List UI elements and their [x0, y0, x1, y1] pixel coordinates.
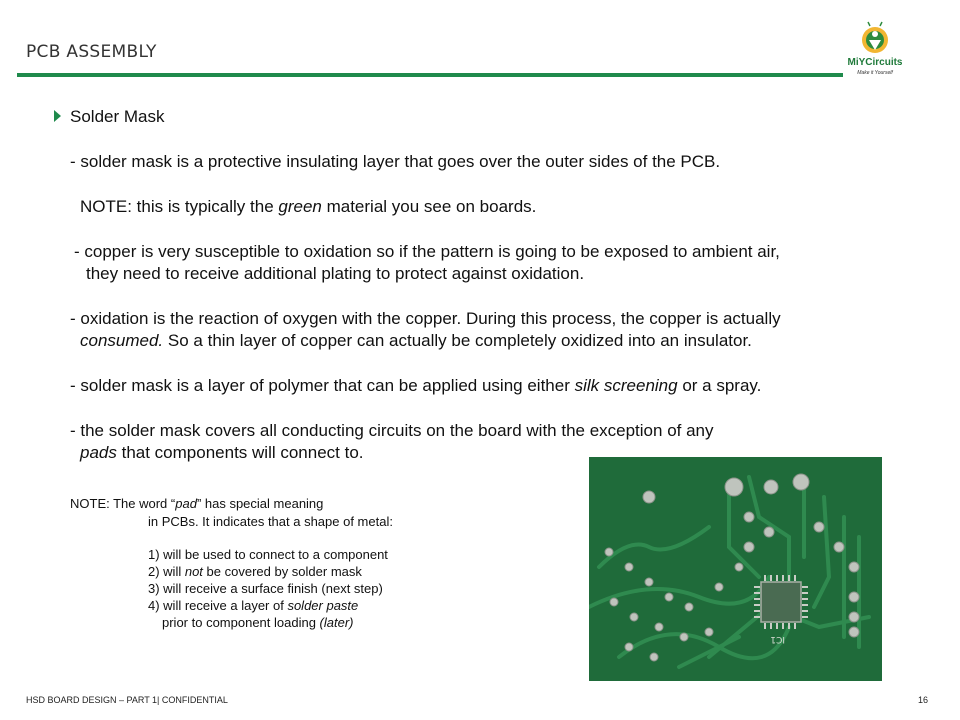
- logo-tagline: Make it Yourself: [857, 70, 893, 76]
- paragraph-line: - copper is very susceptible to oxidatio…: [74, 242, 780, 261]
- text-run: NOTE: this is typically the: [80, 197, 279, 216]
- emphasis-text: green: [278, 197, 322, 216]
- paragraph-line: consumed. So a thin layer of copper can …: [80, 331, 752, 351]
- text-run: be covered by solder mask: [202, 564, 362, 579]
- emphasis-text: consumed.: [80, 331, 164, 350]
- emphasis-text: solder paste: [287, 598, 359, 613]
- logo-figure-icon: [862, 21, 888, 53]
- emphasis-text: (later): [319, 615, 354, 630]
- paragraph-line: they need to receive additional plating …: [86, 264, 585, 283]
- note-list-item: prior to component loading (later): [162, 615, 354, 630]
- title-underline: [17, 73, 843, 77]
- ic-chip: [754, 575, 808, 629]
- paragraph-line: - oxidation is the reaction of oxygen wi…: [70, 309, 781, 328]
- note-list-item: 2) will not be covered by solder mask: [148, 564, 362, 579]
- paragraph-line: - solder mask is a protective insulating…: [70, 152, 721, 171]
- page-number: 16: [918, 695, 929, 705]
- paragraph-line: - the solder mask covers all conducting …: [70, 421, 714, 440]
- footer-text: HSD BOARD DESIGN – PART 1| CONFIDENTIAL: [26, 695, 228, 705]
- text-run: material you see on boards.: [321, 197, 537, 216]
- paragraph-line: pads that components will connect to.: [80, 443, 364, 463]
- emphasis-text: pads: [80, 443, 117, 462]
- note-list-item: 1) will be used to connect to a componen…: [148, 547, 388, 562]
- text-run: - solder mask is a layer of polymer that…: [70, 376, 575, 395]
- emphasis-text: not: [184, 564, 203, 579]
- company-logo: MiYCircuits Make it Yourself: [846, 20, 904, 78]
- note-line: NOTE: The word “pad” has special meaning: [70, 496, 323, 511]
- paragraph-line: NOTE: this is typically the green materi…: [80, 197, 536, 217]
- text-run: that components will connect to.: [116, 443, 364, 462]
- emphasis-text: pad: [175, 496, 197, 511]
- text-run: 2) will: [148, 564, 185, 579]
- bullet-heading: Solder Mask: [70, 107, 165, 126]
- text-run: prior to component loading: [162, 615, 320, 630]
- emphasis-text: silk screening: [574, 376, 678, 395]
- paragraph-line: - solder mask is a layer of polymer that…: [70, 376, 761, 396]
- note-list-item: 4) will receive a layer of solder paste: [148, 598, 358, 613]
- note-list-item: 3) will receive a surface finish (next s…: [148, 581, 383, 596]
- text-run: 4) will receive a layer of: [148, 598, 288, 613]
- text-run: ” has special meaning: [196, 496, 324, 511]
- text-run: or a spray.: [677, 376, 762, 395]
- pcb-photo: IC1: [589, 457, 882, 681]
- note-line: in PCBs. It indicates that a shape of me…: [148, 514, 393, 529]
- logo-wordmark: MiYCircuits: [847, 57, 903, 68]
- bullet-arrow-icon: [54, 110, 61, 122]
- text-run: NOTE: The word “: [70, 496, 176, 511]
- page-title: PCB ASSEMBLY: [26, 42, 157, 62]
- ic-silkscreen-label: IC1: [770, 634, 785, 644]
- text-run: So a thin layer of copper can actually b…: [163, 331, 752, 350]
